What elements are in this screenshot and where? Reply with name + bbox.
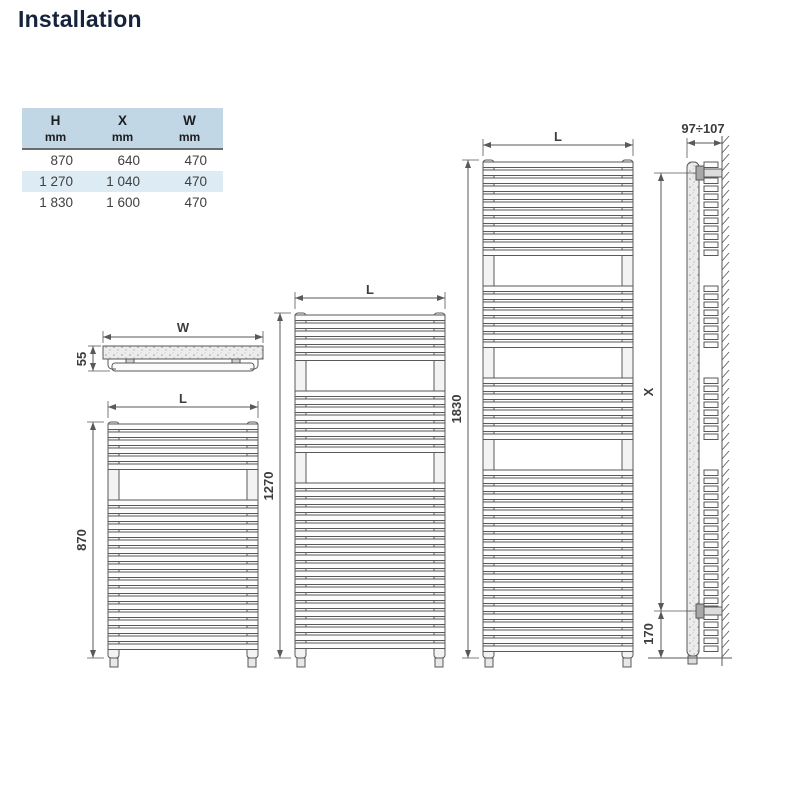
dim-label-sideview-depth: 97÷107 [681,121,724,136]
header-unit: mm [44,129,67,144]
dim-label-height-large: 1830 [449,395,464,424]
dim-label-sideview-height: X [641,387,656,396]
header-label: W [183,113,196,128]
table-cell: 870 [50,153,73,169]
header-label: H [50,113,61,128]
table-row: 870 640 470 [22,150,223,171]
table-cell: 1 830 [39,195,73,211]
dimension-labels: L 870 L 1270 L 1830 W 55 97÷107 X 170 [74,121,725,645]
table-row: 1 270 1 040 470 [22,171,223,193]
dimensions-table: H mm X mm W mm 870 640 470 1 270 1 040 4… [22,108,223,213]
table-cell: 1 040 [106,174,140,190]
dim-label-height-small: 870 [74,529,89,551]
header-unit: mm [111,129,134,144]
header-unit: mm [178,129,201,144]
dim-label-height-medium: 1270 [261,472,276,501]
dim-label-topview-width: W [177,320,190,335]
dim-label-width-small: L [179,391,187,406]
table-header-cell-x: X mm [89,108,156,148]
dim-label-width-large: L [554,129,562,144]
table-cell: 470 [184,195,207,211]
dim-label-width-medium: L [366,282,374,297]
header-label: X [117,113,127,128]
table-cell: 1 270 [39,174,73,190]
table-row: 1 830 1 600 470 [22,192,223,213]
dim-label-sideview-bottom: 170 [641,623,656,645]
dim-label-topview-depth: 55 [74,352,89,366]
page-title: Installation [18,6,142,32]
table-cell: 470 [184,153,207,169]
table-cell: 470 [184,174,207,190]
table-header-cell-h: H mm [22,108,89,148]
table-header-row: H mm X mm W mm [22,108,223,151]
table-header-cell-w: W mm [156,108,223,148]
diagram-shapes [87,135,732,668]
table-cell: 640 [117,153,140,169]
table-cell: 1 600 [106,195,140,211]
